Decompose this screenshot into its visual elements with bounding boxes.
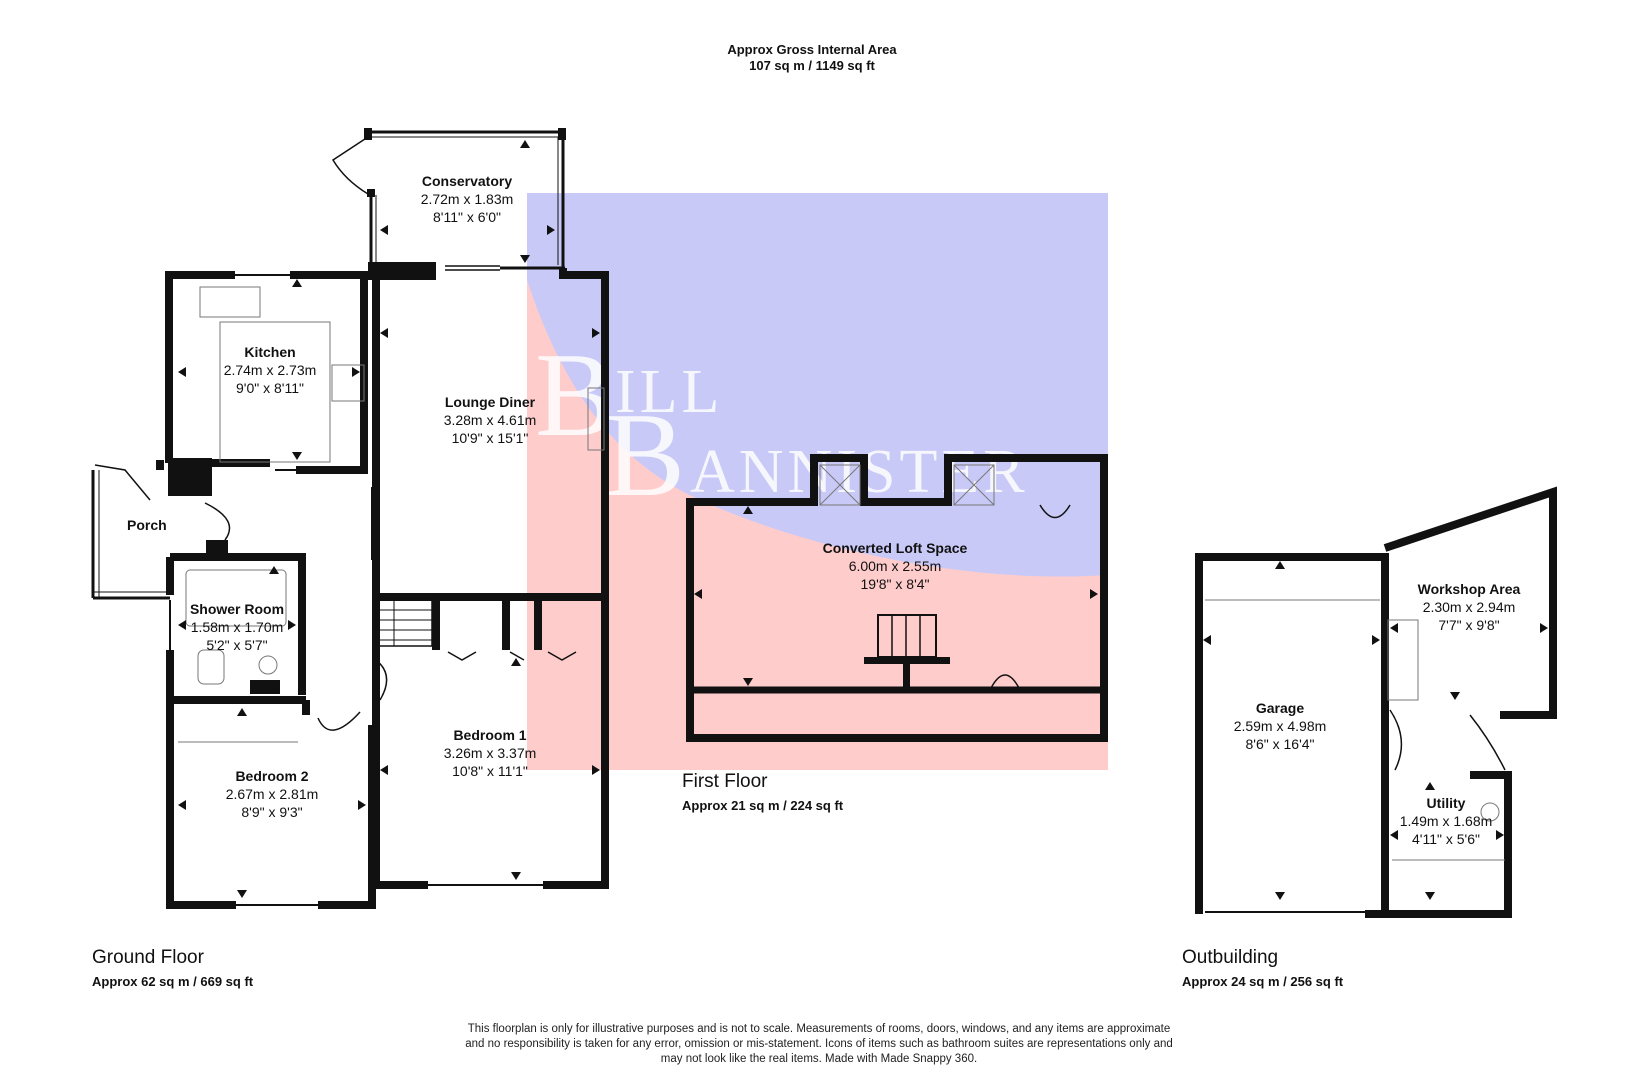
room-workshop: Workshop Area 2.30m x 2.94m 7'7" x 9'8" [1418,581,1521,633]
garage-name: Garage [1256,700,1304,716]
room-lounge-diner: Lounge Diner 3.28m x 4.61m 10'9" x 15'1" [444,394,537,446]
porch-pier [168,458,212,496]
utility-doors [1389,709,1506,771]
shower-tray [185,569,287,627]
fireplace-icon [587,387,605,451]
watermark-initial-2: B [605,388,685,521]
utility-imperial: 4'11" x 5'6" [1412,831,1480,847]
shower-metric: 1.58m x 1.70m [191,619,284,635]
conservatory-walls [331,128,566,271]
kitchen-right-wall [325,275,368,474]
shower-name: Shower Room [190,601,284,617]
ground-stairs [375,599,433,647]
workbench [1387,619,1419,701]
disclaimer-line-1: This floorplan is only for illustrative … [468,1023,1170,1035]
utility-walls [1381,708,1512,918]
skylight-1-icon [819,464,861,506]
loft-name: Converted Loft Space [823,540,968,556]
outbuilding-area: Approx 24 sq m / 256 sq ft [1182,974,1344,989]
kitchen-imperial: 9'0" x 8'11" [236,380,304,396]
workshop-name: Workshop Area [1418,581,1521,597]
workshop-imperial: 7'7" x 9'8" [1438,617,1499,633]
chimney-block [368,262,436,280]
first-floor-plan [686,454,1108,742]
lounge-name: Lounge Diner [445,394,536,410]
gross-area-title: Approx Gross Internal Area [727,42,897,57]
room-bedroom2: Bedroom 2 2.67m x 2.81m 8'9" x 9'3" [226,768,319,820]
garage-imperial: 8'6" x 16'4" [1246,736,1315,752]
room-bedroom1: Bedroom 1 3.26m x 3.37m 10'8" x 11'1" [444,727,537,779]
room-shower: Shower Room 1.58m x 1.70m 5'2" x 5'7" [190,601,284,653]
porch-name: Porch [127,517,167,533]
room-conservatory: Conservatory 2.72m x 1.83m 8'11" x 6'0" [421,173,514,225]
conservatory-name: Conservatory [422,173,512,189]
bedroom2-right-wall [318,725,376,909]
skylight-2-icon [953,464,995,506]
toilet-icon [197,649,225,685]
loft-stairs [864,614,950,690]
kitchen-worktop [219,321,331,463]
bedroom1-imperial: 10'8" x 11'1" [452,763,528,779]
lounge-left-wall [372,277,428,889]
loft-door [1039,504,1071,519]
shower-room-walls [170,553,306,695]
lounge-bedroom1-right-wall [543,268,609,889]
loft-imperial: 19'8" x 8'4" [861,576,930,592]
watermark-word-1: ILL [615,358,723,426]
bedroom1-metric: 3.26m x 3.37m [444,745,537,761]
garage-metric: 2.59m x 4.98m [1234,718,1327,734]
conservatory-metric: 2.72m x 1.83m [421,191,514,207]
bedroom2-door [317,711,361,731]
porch-door-swing [94,464,151,501]
bedroom2-left-wall [166,700,236,909]
garage-walls [1195,553,1389,918]
basin-icon [258,655,278,675]
conservatory-imperial: 8'11" x 6'0" [433,209,501,225]
bedroom2-name: Bedroom 2 [235,768,308,784]
utility-sink-icon [1480,802,1500,822]
kitchen-name: Kitchen [244,344,295,360]
loft-metric: 6.00m x 2.55m [849,558,942,574]
lounge-metric: 3.28m x 4.61m [444,412,537,428]
outbuilding-plan [1195,486,1557,918]
ground-floor-name: Ground Floor [92,947,205,968]
bedroom2-metric: 2.67m x 2.81m [226,786,319,802]
bedroom2-imperial: 8'9" x 9'3" [241,804,302,820]
outbuilding-name: Outbuilding [1182,947,1278,968]
sink-icon [199,286,261,318]
watermark-word-2: ANNISTER [690,438,1029,506]
lounge-imperial: 10'9" x 15'1" [452,430,529,446]
shower-imperial: 5'2" x 5'7" [206,637,267,653]
kitchen-metric: 2.74m x 2.73m [224,362,317,378]
first-floor-area: Approx 21 sq m / 224 sq ft [682,798,844,813]
room-kitchen: Kitchen 2.74m x 2.73m 9'0" x 8'11" [224,344,317,396]
wardrobe-doors [447,651,577,661]
disclaimer-line-2: and no responsibility is taken for any e… [465,1038,1173,1050]
workshop-metric: 2.30m x 2.94m [1423,599,1516,615]
hob-icon [331,364,365,402]
room-utility: Utility 1.49m x 1.68m 4'11" x 5'6" [1400,795,1493,847]
room-garage: Garage 2.59m x 4.98m 8'6" x 16'4" [1234,700,1327,752]
gross-area-value: 107 sq m / 1149 sq ft [749,58,875,73]
dimension-arrows [178,140,1548,900]
utility-metric: 1.49m x 1.68m [1400,813,1493,829]
watermark: B ILL B ANNISTER [527,193,1108,770]
watermark-blue-panel [527,193,1108,577]
first-floor-name: First Floor [682,771,768,792]
disclaimer-line-3: may not look like the real items. Made w… [661,1053,977,1065]
loft-outline [686,454,1108,742]
room-loft: Converted Loft Space 6.00m x 2.55m 19'8"… [823,540,968,592]
ground-floor-plan [91,128,609,909]
ground-floor-area: Approx 62 sq m / 669 sq ft [92,974,254,989]
bedroom1-name: Bedroom 1 [453,727,526,743]
utility-name: Utility [1427,795,1466,811]
